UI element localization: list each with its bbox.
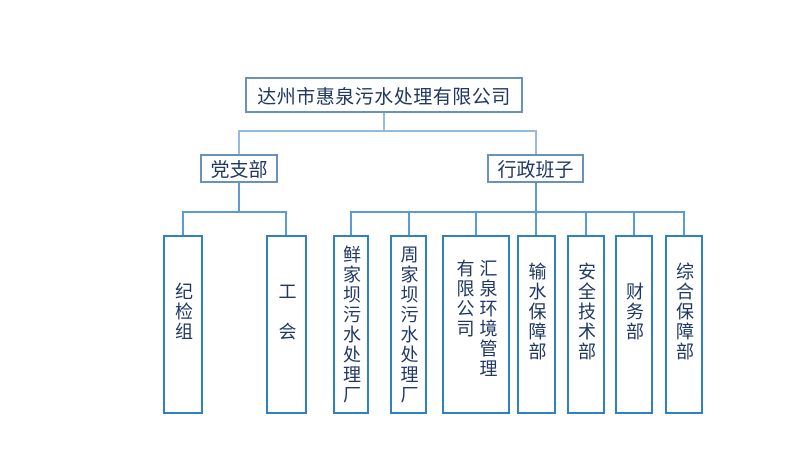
org-box-xianjiaba-sewage-plant: 鲜家坝污水处理厂 — [333, 235, 369, 414]
org-box-labor-union: 工 会 — [266, 235, 307, 414]
connector-party-to-children — [182, 183, 287, 235]
org-box-safety-technology-dept: 安全技术部 — [567, 235, 605, 414]
connector-admin-to-children — [350, 183, 685, 235]
org-box-party-branch: 党支部 — [200, 154, 278, 183]
org-box-admin-team-label: 行政班子 — [497, 160, 574, 181]
org-box-company-label: 达州市惠泉污水处理有限公司 — [257, 86, 511, 108]
org-box-zhoujiaba-sewage-plant-label: 周家坝污水处理厂 — [398, 244, 419, 405]
org-box-discipline-inspection-group-label: 纪检组 — [173, 281, 193, 342]
org-box-admin-team: 行政班子 — [487, 154, 584, 183]
org-box-safety-technology-dept-label: 安全技术部 — [576, 261, 596, 362]
org-box-company: 达州市惠泉污水处理有限公司 — [245, 77, 523, 113]
org-box-huiquan-environment-company-line1: 汇泉环境管理 — [477, 259, 498, 379]
org-box-water-supply-support-dept: 输水保障部 — [517, 235, 556, 414]
org-box-discipline-inspection-group: 纪检组 — [163, 235, 203, 414]
org-box-zhoujiaba-sewage-plant: 周家坝污水处理厂 — [390, 235, 427, 414]
org-box-xianjiaba-sewage-plant-label: 鲜家坝污水处理厂 — [341, 244, 361, 405]
org-box-finance-dept: 财务部 — [615, 235, 653, 414]
org-box-party-branch-label: 党支部 — [210, 160, 268, 181]
org-box-huiquan-environment-company-line2: 有限公司 — [454, 259, 475, 339]
connector-root-to-level2 — [238, 113, 537, 154]
org-box-huiquan-environment-company: 汇泉环境管理 有限公司 — [442, 235, 510, 414]
org-box-general-support-dept-label: 综合保障部 — [674, 261, 694, 362]
org-box-general-support-dept: 综合保障部 — [665, 235, 703, 414]
org-box-finance-dept-label: 财务部 — [624, 281, 644, 342]
org-box-labor-union-label: 工 会 — [276, 281, 297, 342]
org-box-water-supply-support-dept-label: 输水保障部 — [526, 261, 547, 362]
